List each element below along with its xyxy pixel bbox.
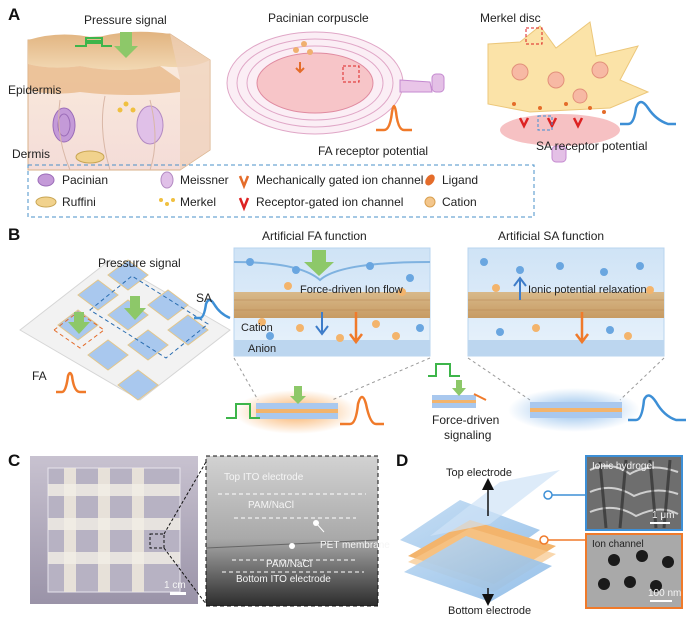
sem-scale-1: 1 μm bbox=[652, 510, 674, 521]
sa-receptor-potential-label: SA receptor potential bbox=[536, 139, 647, 153]
fa-ionic-box bbox=[233, 247, 431, 357]
ionic-hydrogel-label: Ionic hydrogel bbox=[592, 461, 654, 472]
legend-meissner: Meissner bbox=[180, 173, 229, 187]
sa-small-device bbox=[432, 357, 665, 432]
legend-cation: Cation bbox=[442, 195, 477, 209]
device-exploded-view bbox=[400, 470, 586, 606]
merkel-disc-illustration bbox=[487, 21, 650, 163]
fa-input-step-icon bbox=[226, 403, 260, 419]
sa-potential-waveform-icon bbox=[620, 100, 676, 126]
pam2-label: PAM/NaCl bbox=[266, 559, 312, 570]
photo-scale-label: 1 cm bbox=[164, 580, 186, 591]
top-ito-label: Top ITO electrode bbox=[224, 472, 304, 483]
b-pressure-signal: Pressure signal bbox=[98, 256, 181, 270]
panel-label-c: C bbox=[8, 451, 20, 470]
legend-pacinian: Pacinian bbox=[62, 173, 108, 187]
bottom-ito-label: Bottom ITO electrode bbox=[236, 574, 331, 585]
legend-receptor-gated: Receptor-gated ion channel bbox=[256, 195, 403, 209]
anion-label: Anion bbox=[248, 343, 276, 355]
signaling-label-1: Force-driven bbox=[432, 413, 499, 427]
panel-label-a: A bbox=[8, 5, 20, 24]
sem-scale-2: 100 nm bbox=[648, 588, 681, 599]
sa-function-title: Artificial SA function bbox=[498, 229, 604, 243]
device-photo bbox=[30, 456, 207, 605]
cross-section-photo bbox=[205, 455, 379, 607]
legend-merkel: Merkel bbox=[180, 195, 216, 209]
panel-label-d: D bbox=[396, 451, 408, 470]
sa-input-step-icon bbox=[428, 363, 460, 377]
fa-receptor-potential-label: FA receptor potential bbox=[318, 144, 428, 158]
pet-membrane-label: PET membrane bbox=[320, 540, 390, 551]
fa-small-device bbox=[233, 357, 431, 434]
bottom-electrode-label: Bottom electrode bbox=[448, 605, 531, 617]
pressure-arrow-icon bbox=[114, 32, 138, 58]
legend-ruffini: Ruffini bbox=[62, 195, 96, 209]
panel-label-b: B bbox=[8, 225, 20, 244]
fa-output-waveform-icon bbox=[340, 395, 384, 426]
top-electrode-label: Top electrode bbox=[446, 467, 512, 479]
sem-hydrogel-image bbox=[585, 455, 683, 531]
sa-ionic-box bbox=[467, 247, 665, 357]
pacinian-corpuscle-label: Pacinian corpuscle bbox=[268, 11, 369, 25]
fa-potential-waveform-icon bbox=[376, 104, 412, 132]
b-fa-label: FA bbox=[32, 369, 47, 383]
array-sa-waveform-icon bbox=[194, 298, 231, 320]
b-sa-label: SA bbox=[196, 291, 212, 305]
legend-box bbox=[27, 164, 535, 218]
relaxation-label: Ionic potential relaxation bbox=[528, 284, 647, 296]
pressure-step-icon bbox=[86, 40, 102, 44]
fa-function-title: Artificial FA function bbox=[262, 229, 367, 243]
ion-flow-label: Force-driven Ion flow bbox=[300, 284, 403, 296]
sensor-array-illustration bbox=[19, 259, 231, 401]
legend-ligand: Ligand bbox=[442, 173, 478, 187]
dermis-label: Dermis bbox=[12, 147, 50, 161]
epidermis-label: Epidermis bbox=[8, 83, 61, 97]
legend-mechanically-gated: Mechanically gated ion channel bbox=[256, 173, 423, 187]
ion-channel-label: Ion channel bbox=[592, 539, 644, 550]
skin-block bbox=[27, 31, 211, 171]
signaling-label-2: signaling bbox=[444, 428, 491, 442]
cation-label: Cation bbox=[241, 322, 273, 334]
merkel-disc-label: Merkel disc bbox=[480, 11, 541, 25]
pam1-label: PAM/NaCl bbox=[248, 500, 294, 511]
pacinian-corpuscle-illustration bbox=[226, 31, 445, 135]
sa-output-waveform-icon bbox=[628, 394, 686, 422]
a-pressure-signal: Pressure signal bbox=[84, 13, 167, 27]
sem-ion-channel-image bbox=[585, 533, 683, 609]
pressure-signal-icon bbox=[75, 37, 112, 47]
array-fa-waveform-icon bbox=[56, 371, 86, 394]
